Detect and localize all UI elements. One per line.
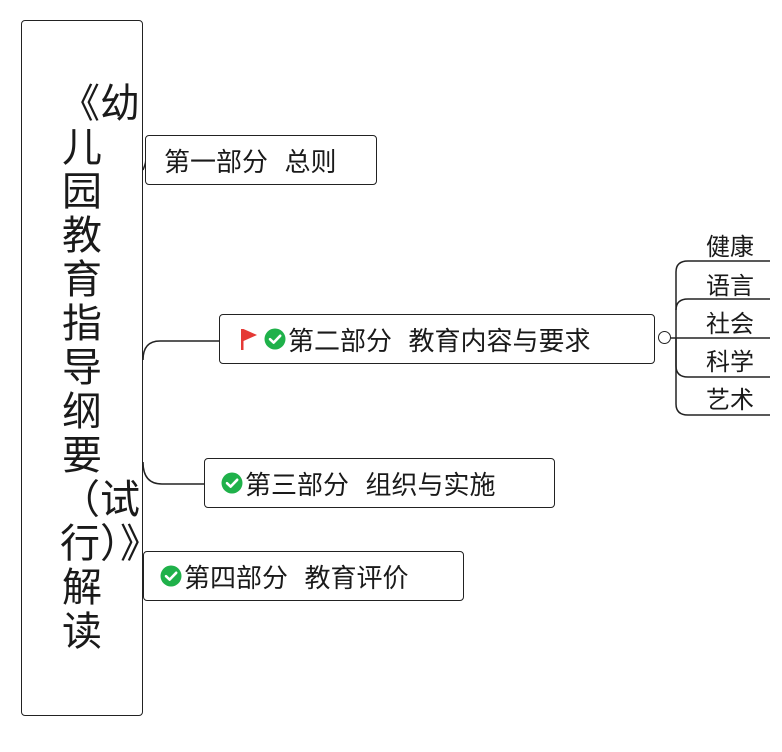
subtopic-society[interactable]: 社会 [706,310,754,338]
subtopic-health[interactable]: 健康 [706,233,754,261]
root-title: 《幼儿园教育指导纲要（试行）》解读 [60,81,160,655]
check-icon [160,565,182,587]
connector-subtopic-1 [675,298,770,311]
subtopic-language[interactable]: 语言 [706,272,754,300]
check-icon [264,328,286,350]
branch-label-4: 第四部分 教育评价 [184,563,409,594]
check-icon [221,472,243,494]
branch-node-2[interactable]: 第二部分 教育内容与要求 [219,314,655,364]
subtopic-art[interactable]: 艺术 [706,386,754,414]
branch-label-2: 第二部分 教育内容与要求 [288,326,591,357]
branch-node-3[interactable]: 第三部分 组织与实施 [204,458,555,508]
connector-branch-3 [142,461,204,485]
flag-icon [241,329,257,350]
branch-label-3: 第三部分 组织与实施 [245,470,496,501]
branch-node-1[interactable]: 第一部分 总则 [145,135,377,185]
branch-label-1: 第一部分 总则 [164,147,337,178]
connector-branch-2 [142,340,219,361]
connector-subtopic-0 [675,260,770,338]
subtopic-science[interactable]: 科学 [706,348,754,376]
root-topic[interactable]: 《幼儿园教育指导纲要（试行）》解读 [21,20,160,716]
collapse-toggle[interactable] [658,331,671,344]
branch-node-4[interactable]: 第四部分 教育评价 [143,551,464,601]
connector-subtopic-4 [675,338,770,416]
